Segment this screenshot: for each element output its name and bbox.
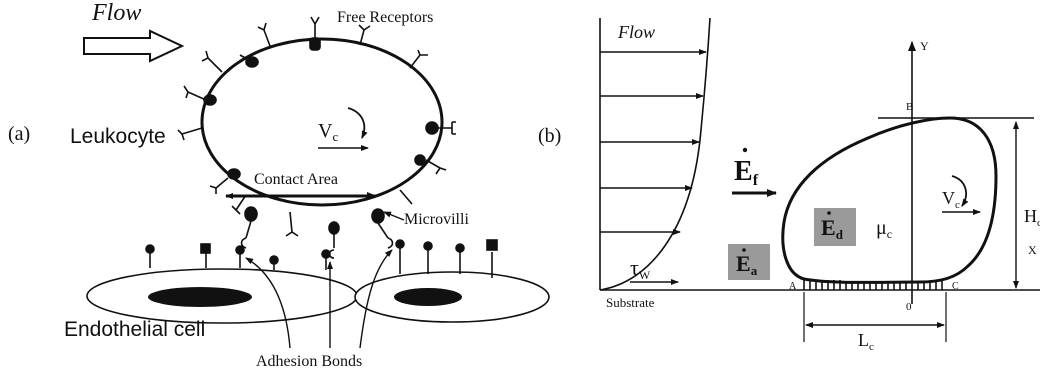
dissipation-energy-dot [827, 211, 831, 215]
viscosity-label: μc [876, 217, 892, 241]
panel-a-flow-label: Flow [91, 0, 141, 26]
dissipation-energy-label: Ed [821, 215, 844, 242]
flow-energy-dot [742, 147, 748, 153]
nucleus-right [394, 288, 462, 306]
point-c-label: C [952, 281, 959, 292]
contact-bonds-hatch [803, 280, 943, 290]
leukocyte-label: Leukocyte [70, 125, 166, 148]
flow-energy-label: Ef [734, 156, 759, 189]
panel-a: (a) Flow [8, 0, 550, 370]
origin-label: 0 [906, 301, 912, 313]
adhesion-pointer-1 [245, 257, 291, 349]
dissipation-energy-box [814, 208, 856, 246]
rotation-arrow-a [347, 107, 368, 139]
substrate-label: Substrate [606, 295, 655, 310]
nucleus-left [148, 287, 252, 307]
panel-b-flow-label: Flow [617, 22, 655, 42]
point-a-label: A [789, 281, 797, 292]
microvilli-pointer [383, 211, 405, 221]
rotation-arrow-b [951, 175, 969, 207]
adhesion-energy-box [728, 244, 770, 280]
velocity-label-b: Vc [942, 188, 960, 211]
shear-stress-label: τW [630, 255, 651, 282]
panel-b-label: (b) [538, 125, 561, 147]
free-receptors [177, 16, 456, 237]
contact-area-label: Contact Area [254, 171, 338, 188]
adhesion-energy-label: Ea [736, 251, 758, 278]
velocity-profile-curve [599, 17, 711, 291]
free-receptors-label: Free Receptors [337, 9, 433, 26]
ligands [145, 239, 498, 278]
endothelial-label: Endothelial cell [64, 318, 205, 341]
contact-length-label: Lc [858, 330, 874, 353]
y-axis-label: Y [920, 39, 929, 53]
x-axis-label: X [1028, 243, 1037, 257]
leukocyte-cell [200, 37, 444, 207]
velocity-label-a: Vc [318, 120, 338, 144]
adhesion-energy-dot [742, 248, 746, 252]
panel-b: (b) Flow Substrate τW Ef Ea Ed [538, 17, 1040, 353]
flow-arrow-a [83, 29, 185, 63]
cell-height-label: Hc [1024, 206, 1040, 229]
profile-arrows [600, 49, 707, 235]
adhesion-pointer-3 [359, 249, 393, 349]
point-b-label: B [906, 101, 913, 113]
panel-a-label: (a) [8, 123, 30, 145]
microvilli-label: Microvilli [404, 211, 469, 228]
microvilli [240, 206, 394, 259]
adhesion-bonds-label: Adhesion Bonds [256, 353, 362, 370]
